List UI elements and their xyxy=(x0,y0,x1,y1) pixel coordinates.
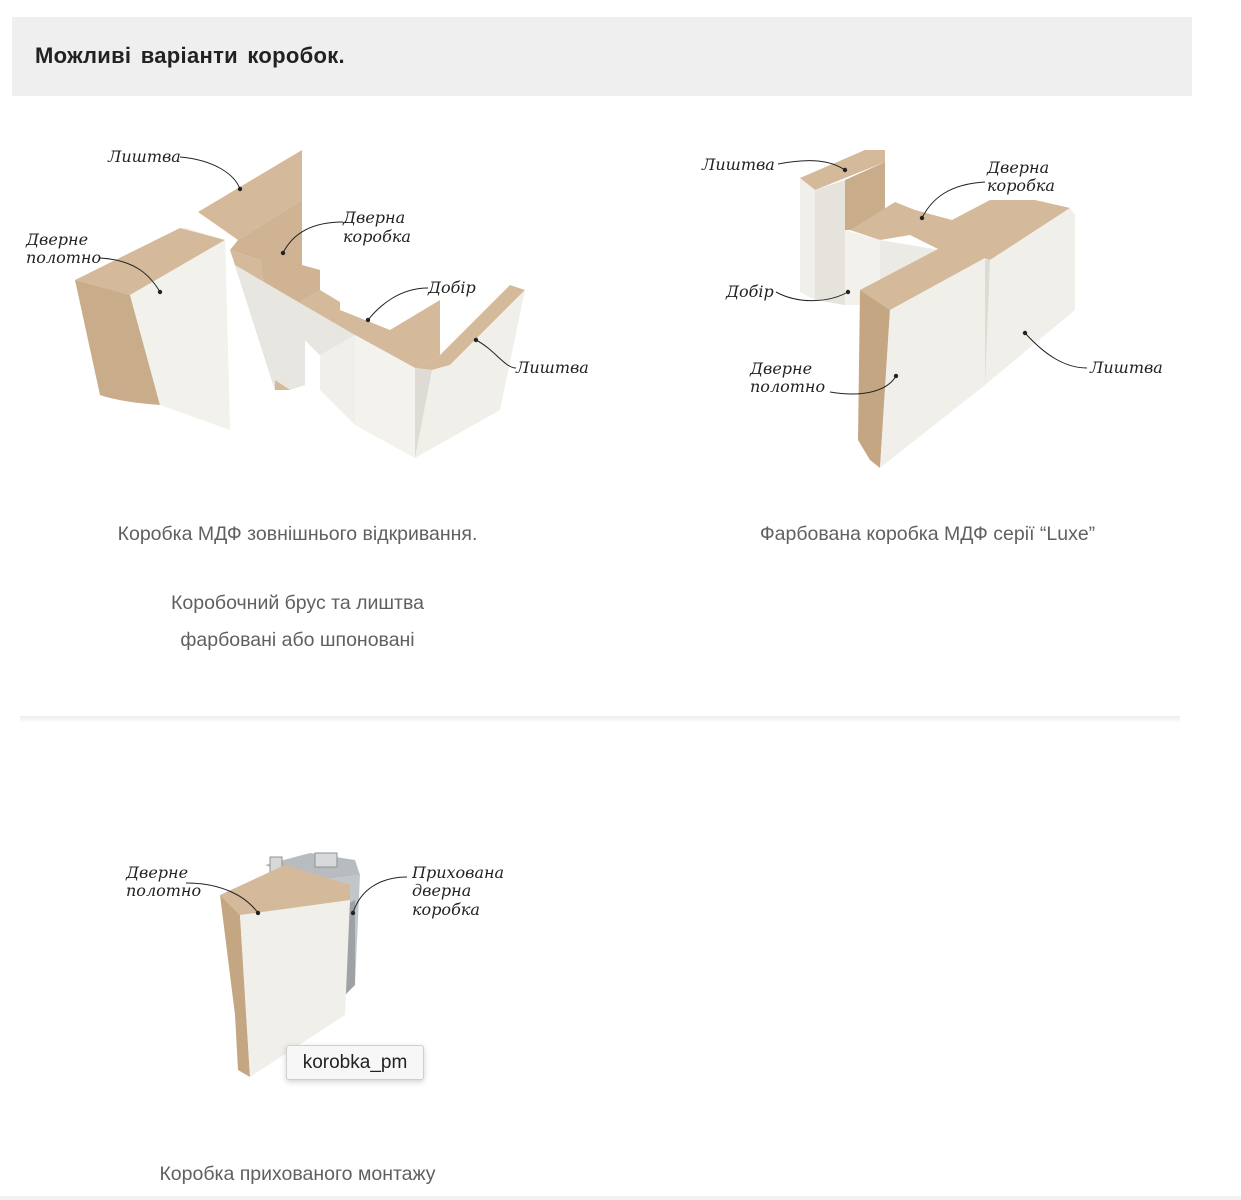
label-dverna-korobka-1: Дверна xyxy=(986,158,1049,177)
label-lyshtva-top: Лиштва xyxy=(107,147,181,166)
door-leaf-shape xyxy=(75,228,230,430)
label-prykhovana-3: коробка xyxy=(412,900,480,919)
caption-hidden-frame: Коробка прихованого монтажу xyxy=(159,1163,436,1185)
caption-external-frame: Коробка МДФ зовнішнього відкривання. xyxy=(117,523,478,545)
label-dobir: Добір xyxy=(427,278,476,297)
note-line-2: фарбовані або шпоновані xyxy=(180,629,415,651)
image-tooltip: korobka_pm xyxy=(286,1045,424,1080)
bottom-border xyxy=(0,1196,1241,1200)
label-prykhovana-2: дверна xyxy=(412,881,471,900)
label-lyshtva-right: Лиштва xyxy=(515,358,589,377)
label-dverna-korobka-2: коробка xyxy=(343,227,411,246)
frame-shape xyxy=(800,150,1075,468)
label-dverne-polotno-1: Дверне xyxy=(125,863,188,882)
label-dverne-polotno-2: полотно xyxy=(750,377,825,396)
diagram-luxe-frame: Лиштва Дверна коробка Добір Дверне полот… xyxy=(690,140,1170,470)
label-lyshtva-top: Лиштва xyxy=(701,155,775,174)
label-dverne-polotno-2: полотно xyxy=(26,248,101,267)
label-dverne-polotno-1: Дверне xyxy=(25,230,88,249)
label-prykhovana-1: Прихована xyxy=(411,863,504,882)
section-title: Можливі варіанти коробок. xyxy=(35,43,345,68)
diagram-hidden-frame: Дверне полотно Прихована дверна коробка xyxy=(110,845,530,1085)
label-dverna-korobka-2: коробка xyxy=(987,176,1055,195)
note-line-1: Коробочний брус та лиштва xyxy=(171,592,424,614)
diagram-external-frame: Лиштва Дверне полотно Дверна коробка Доб… xyxy=(20,140,600,470)
label-dverne-polotno-2: полотно xyxy=(126,881,201,900)
label-dverne-polotno-1: Дверне xyxy=(749,359,812,378)
label-dverna-korobka-1: Дверна xyxy=(342,208,405,227)
section-header: Можливі варіанти коробок. xyxy=(12,17,1192,96)
caption-luxe-frame: Фарбована коробка МДФ серії “Luxe” xyxy=(759,523,1096,545)
frame-shape xyxy=(198,150,525,458)
label-dobir: Добір xyxy=(725,282,774,301)
section-divider xyxy=(20,716,1180,723)
frame-shape xyxy=(220,852,360,1077)
label-lyshtva-right: Лиштва xyxy=(1089,358,1163,377)
